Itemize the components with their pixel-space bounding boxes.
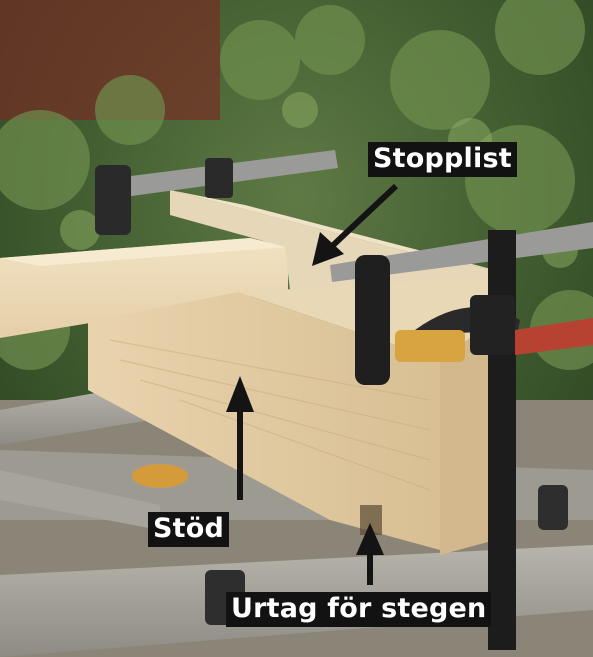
annotation-arrows [226, 183, 399, 585]
orange-clamp-pad [132, 464, 188, 488]
stopplist-label: Stopplist [368, 142, 517, 178]
ladder-notch [360, 505, 382, 535]
top-board [0, 238, 288, 338]
support-label: Stöd [148, 512, 230, 548]
notch-label: Urtag för stegen [226, 592, 492, 628]
bar-clamps [95, 150, 593, 650]
